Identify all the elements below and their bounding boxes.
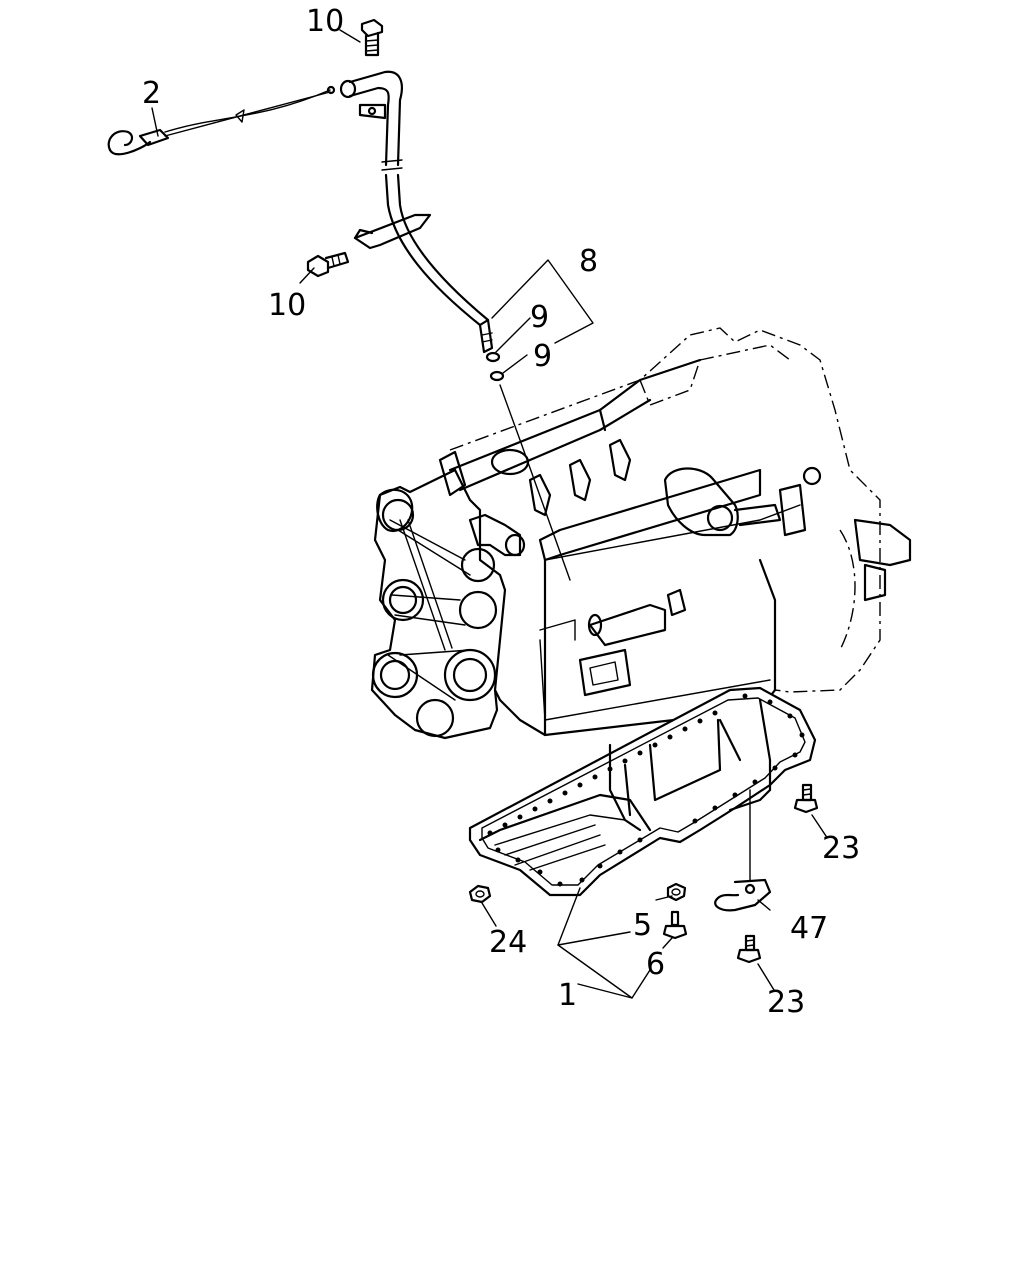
callout-23-lower: 23 [767,985,805,1020]
callout-10-mid: 10 [268,288,306,323]
callout-1: 1 [558,978,577,1013]
bolt-10-mid [306,251,350,278]
bolt-10-top [360,18,384,57]
callout-9-lower: 9 [533,339,552,374]
washer-5 [666,882,687,902]
oil-pan [468,686,817,897]
leader-lines [151,29,827,999]
callout-8: 8 [579,244,598,279]
callout-5: 5 [633,908,652,943]
callout-2: 2 [142,76,161,111]
dipstick [107,85,336,156]
o-ring-9-lower [489,370,505,382]
callout-10-top: 10 [306,4,344,39]
dipstick-guide-tube [339,70,494,354]
drain-plug-6 [662,910,688,940]
callout-23-upper: 23 [822,831,860,866]
clip-47 [714,878,772,912]
bolt-23-upper [793,783,819,814]
callout-24: 24 [489,925,527,960]
callout-47: 47 [790,911,828,946]
nut-24 [468,884,492,904]
bolt-23-lower [736,934,762,964]
dipstick-guide-centerline [499,384,571,581]
callout-9-upper: 9 [530,300,549,335]
o-ring-9-upper [485,351,501,363]
callout-6: 6 [646,947,665,982]
engine-block [370,327,912,740]
